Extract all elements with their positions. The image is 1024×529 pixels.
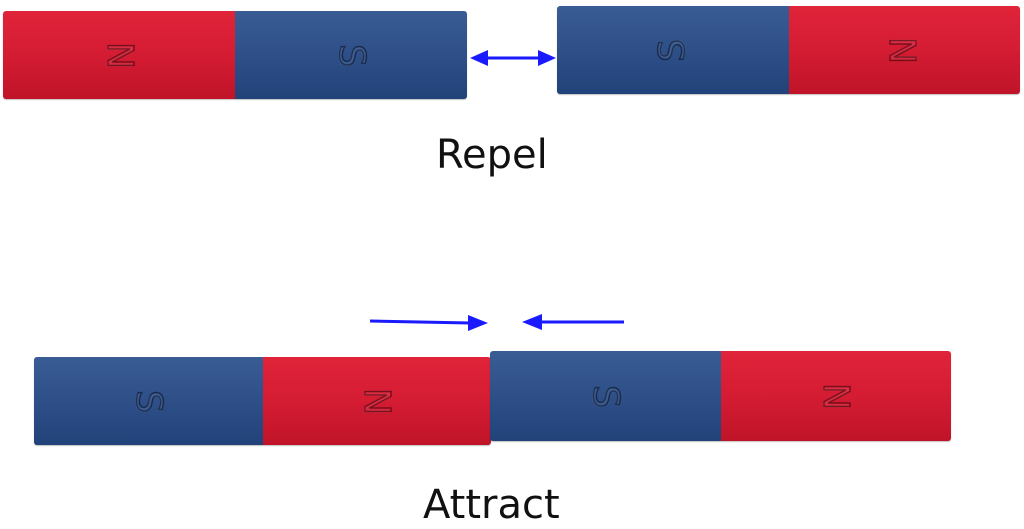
south-pole: S — [235, 11, 467, 99]
north-pole: N — [3, 11, 235, 99]
south-pole: S — [490, 351, 721, 441]
north-pole: N — [262, 357, 491, 445]
south-pole: S — [557, 6, 789, 94]
north-pole: N — [788, 6, 1020, 94]
north-pole: N — [720, 351, 951, 441]
repel-magnet-left: N S — [3, 11, 467, 99]
attract-magnet-right: S N — [490, 351, 951, 441]
repel-double-arrow-icon — [470, 50, 556, 66]
attract-arrow-right-icon — [369, 315, 488, 331]
attract-arrow-left-icon — [522, 314, 624, 330]
repel-magnet-right: S N — [557, 6, 1020, 94]
attract-label: Attract — [423, 482, 560, 528]
repel-label: Repel — [436, 132, 548, 178]
attract-magnet-left: S N — [34, 357, 491, 445]
south-pole: S — [34, 357, 263, 445]
